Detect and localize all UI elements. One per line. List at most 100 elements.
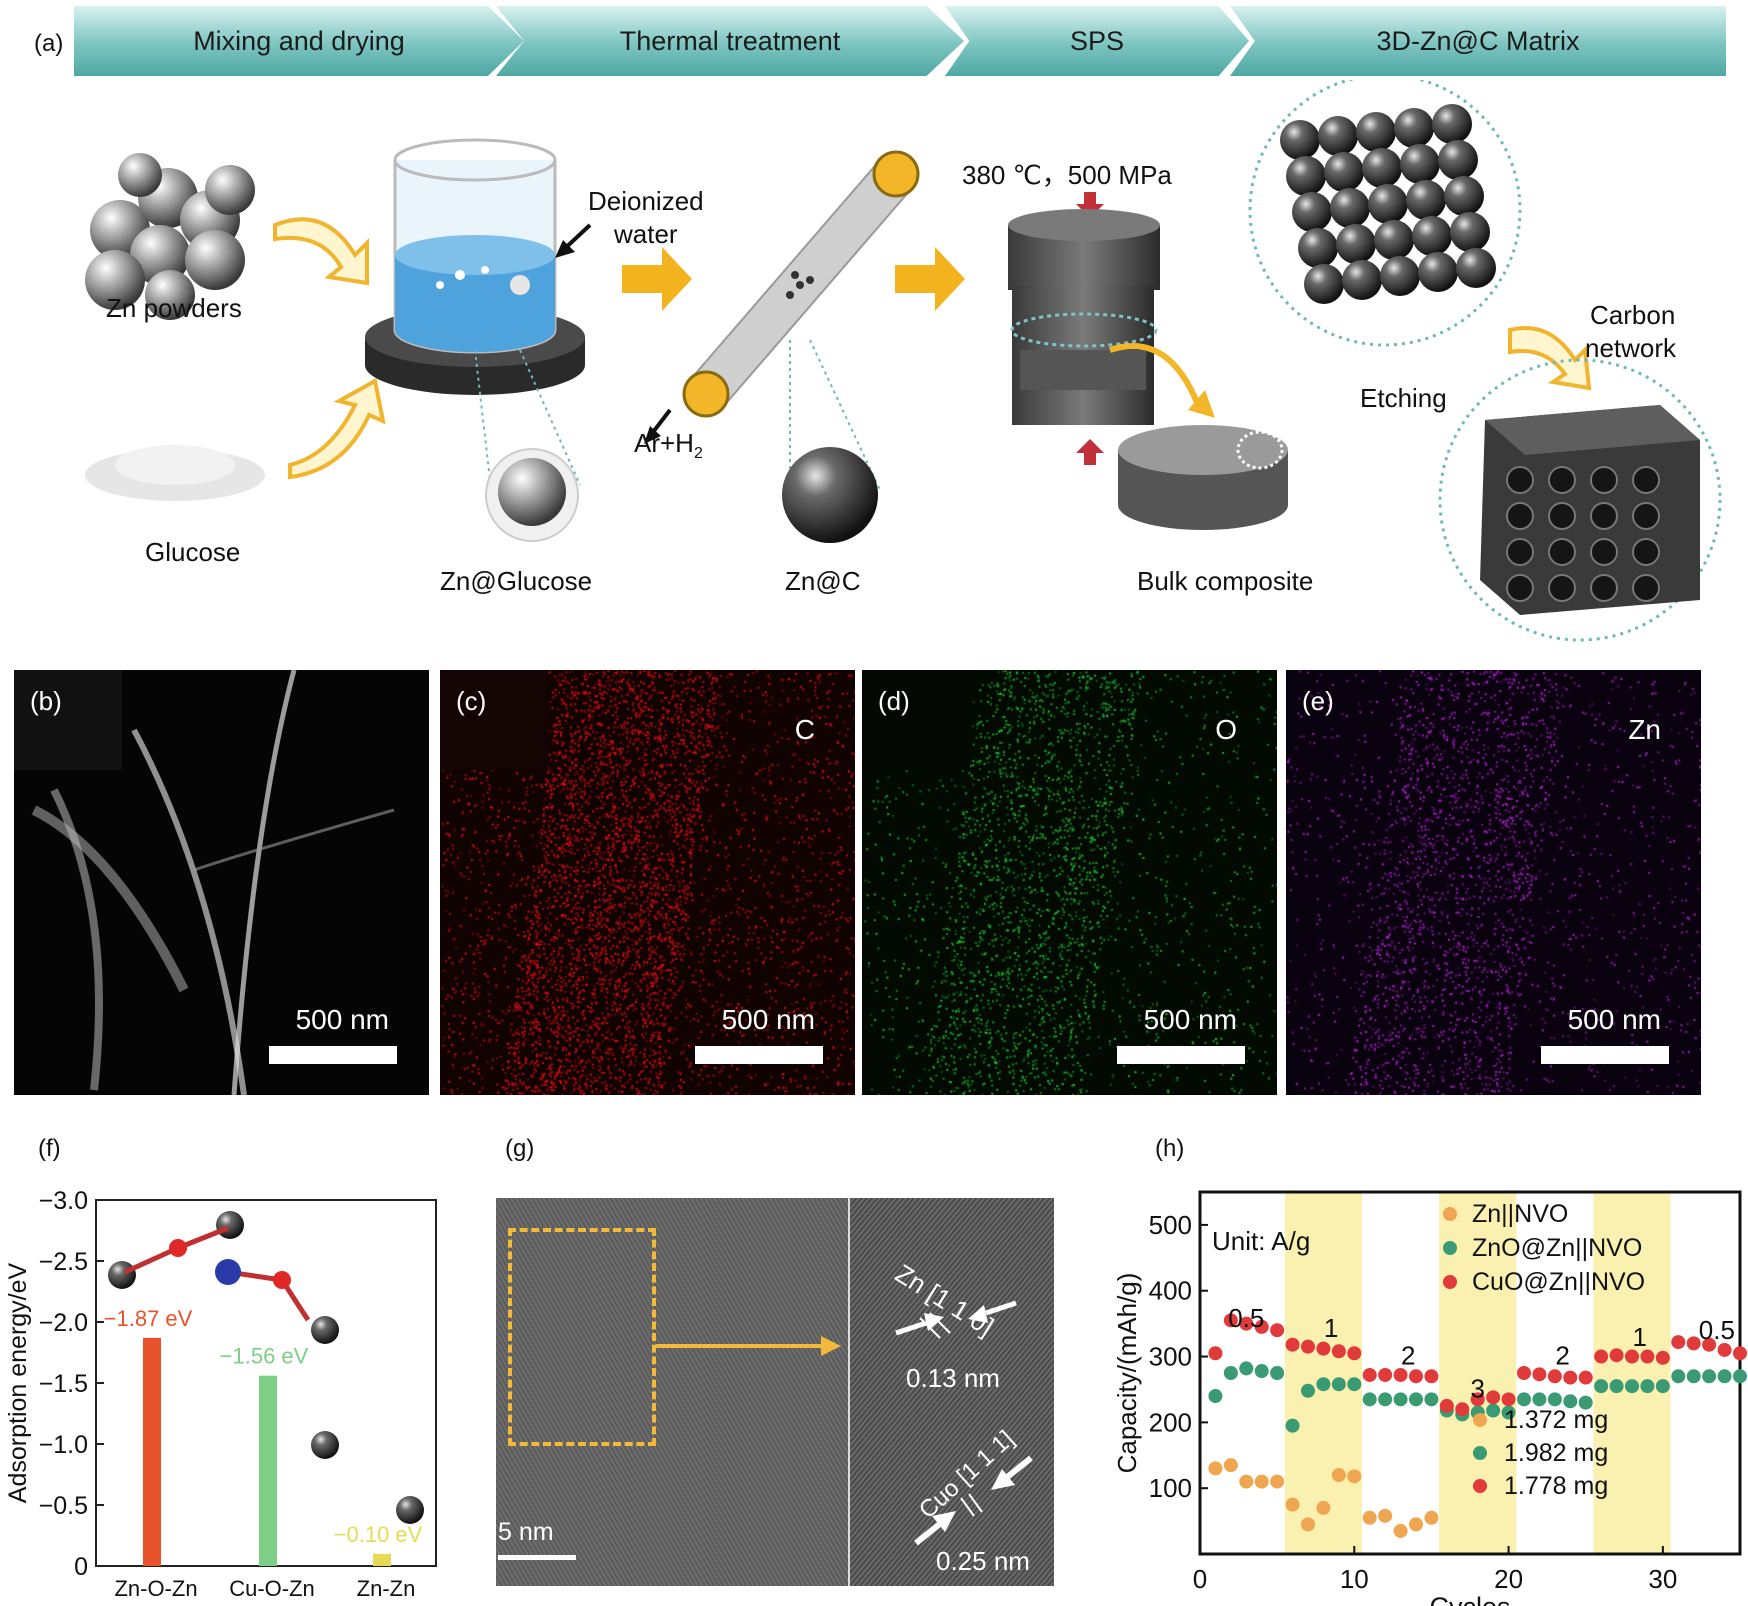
zn-sphere (1324, 152, 1364, 192)
rate-band (1284, 1192, 1362, 1554)
hrtem-annotations (498, 1300, 1033, 1560)
zn-sphere (1456, 248, 1496, 288)
y-tick-label: 0 (74, 1553, 88, 1581)
hrtem-right-inset (848, 1198, 1054, 1586)
data-point (1717, 1369, 1732, 1384)
zn-sphere (1362, 148, 1402, 188)
zn-sphere (1444, 176, 1484, 216)
data-point (1239, 1316, 1254, 1331)
data-point (1702, 1337, 1717, 1352)
bar-value-label: −1.87 eV (104, 1306, 193, 1331)
rate-label: 0.5 (1699, 1315, 1735, 1345)
data-point (1378, 1392, 1393, 1407)
step-label: Mixing and drying (193, 25, 405, 56)
data-point (1409, 1392, 1423, 1407)
inset-box (440, 670, 548, 770)
copper-atom-icon (215, 1259, 241, 1285)
carbon-pore (1506, 466, 1534, 494)
scale-bar (269, 1046, 397, 1064)
data-point (1733, 1346, 1747, 1361)
label-zn-powders: Zn powders (106, 293, 242, 323)
mass-label: 1.372 mg (1504, 1406, 1608, 1434)
data-point (1208, 1389, 1223, 1404)
zn-atom-icon (216, 1211, 244, 1239)
data-point (1671, 1335, 1686, 1350)
step-label: Thermal treatment (619, 25, 841, 56)
data-point (1208, 1346, 1223, 1361)
unit-label: Unit: A/g (1212, 1226, 1310, 1256)
data-point (1532, 1367, 1547, 1382)
data-point (1702, 1369, 1717, 1384)
zn-atom-icon (396, 1496, 424, 1524)
zn-sphere-cube-icon (1280, 104, 1496, 304)
data-point (1362, 1392, 1377, 1407)
step-label: SPS (1069, 25, 1125, 56)
oxygen-atom-icon (273, 1271, 291, 1289)
scale-bar (695, 1046, 823, 1064)
panel-f-letter: (f) (38, 1135, 61, 1162)
zn-matrix-zoom-circle (1248, 80, 1522, 347)
legend-marker (1473, 1479, 1487, 1493)
arrow-icon (1508, 326, 1592, 391)
panel-d-letter: (d) (878, 686, 910, 716)
rate-band (1593, 1192, 1671, 1554)
y-tick-label: 200 (1149, 1407, 1192, 1437)
rate-label: 3 (1470, 1373, 1484, 1403)
zn-sphere (1336, 224, 1376, 264)
data-point (1239, 1474, 1254, 1489)
energy-bar (143, 1337, 161, 1566)
data-point (1501, 1405, 1516, 1420)
scale-bar-label: 500 nm (1143, 1004, 1237, 1035)
label-bulk-composite: Bulk composite (1137, 566, 1314, 596)
y-tick-label: −2.5 (39, 1248, 88, 1276)
data-point (1393, 1392, 1408, 1407)
oxygen-atom-icon (169, 1239, 187, 1257)
x-tick-label: 0 (1193, 1564, 1207, 1594)
panel-c-letter: (c) (456, 686, 487, 716)
data-point (1563, 1370, 1578, 1385)
data-point (1609, 1379, 1624, 1394)
x-tick-label: 20 (1494, 1564, 1523, 1594)
hrtem-image: Zn [1 1 0] 0.13 nm Cuo [1 1 1] 0.25 nm 5… (496, 1198, 1054, 1586)
carbon-pore (1632, 538, 1660, 566)
legend-marker (1443, 1275, 1457, 1289)
zn-sphere (1368, 184, 1408, 224)
process-arrow-icon (895, 247, 965, 311)
carbon-pore (1632, 502, 1660, 530)
panel-e-letter: (e) (1302, 686, 1334, 716)
rate-label: 2 (1401, 1340, 1415, 1370)
scale-bar-label: 500 nm (721, 1004, 815, 1035)
data-point (1223, 1458, 1238, 1473)
zn-atom-icon (311, 1316, 339, 1344)
zn-sphere (1406, 180, 1446, 220)
data-point (1578, 1395, 1593, 1410)
data-point (1223, 1313, 1238, 1328)
data-point (1270, 1366, 1285, 1380)
data-point (1331, 1377, 1346, 1392)
data-point (1655, 1379, 1670, 1394)
x-category-label: Cu-O-Zn (229, 1576, 315, 1601)
carbon-pore (1548, 466, 1576, 494)
x-tick-label: 10 (1340, 1564, 1369, 1594)
micrograph-c-map: (c) C 500 nm (440, 670, 855, 1095)
zn-c-particle-icon (782, 447, 878, 543)
y-tick-label: 300 (1149, 1342, 1192, 1372)
data-point (1532, 1392, 1547, 1407)
scale-bar-label: 500 nm (295, 1004, 389, 1035)
bulk-composite-icon (1118, 425, 1288, 530)
rate-capability-chart: 1002003004005000102030CyclesCapacity/(mA… (1112, 1190, 1747, 1606)
data-point (1655, 1350, 1670, 1365)
data-point (1594, 1349, 1609, 1364)
data-point (1331, 1468, 1346, 1483)
mass-label: 1.982 mg (1504, 1439, 1608, 1467)
energy-bar (373, 1553, 391, 1566)
arrow-icon (273, 217, 369, 286)
data-point (1208, 1461, 1223, 1476)
carbon-pore (1506, 502, 1534, 530)
data-point (1285, 1337, 1300, 1352)
rate-label: 1 (1632, 1322, 1646, 1352)
data-point (1316, 1341, 1331, 1356)
panel-a-letter: (a) (34, 30, 64, 57)
sem-image (31, 670, 395, 1095)
data-point (1378, 1367, 1393, 1382)
